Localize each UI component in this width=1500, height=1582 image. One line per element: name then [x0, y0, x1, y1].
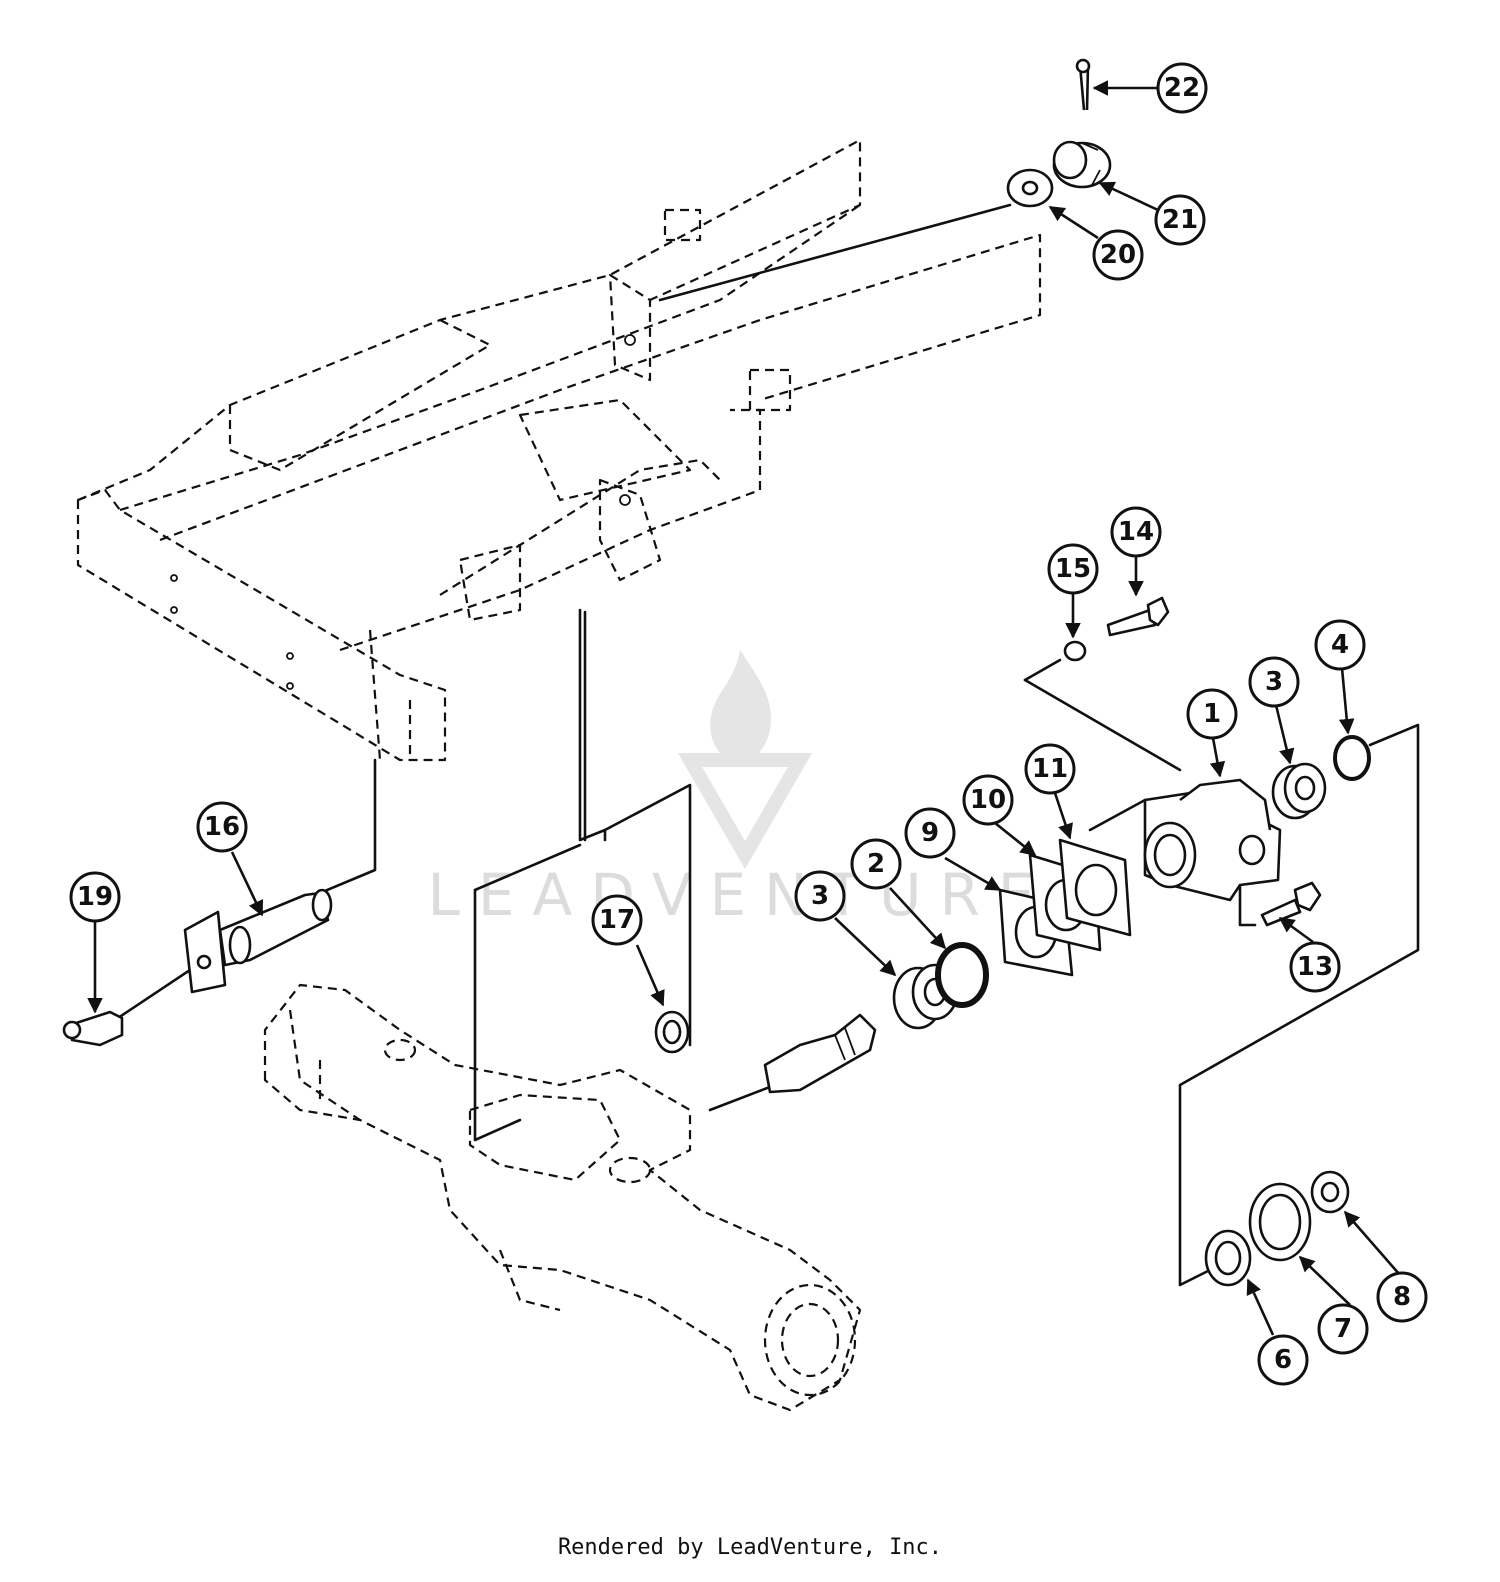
front-axle-housing: [263, 983, 862, 1412]
part-cover-plate: [1058, 838, 1132, 937]
svg-text:13: 13: [1297, 952, 1333, 982]
svg-text:14: 14: [1118, 517, 1154, 547]
callout-6: 6: [1257, 1334, 1309, 1386]
callout-19: 19: [69, 871, 121, 923]
svg-text:19: 19: [77, 882, 113, 912]
callout-16: 16: [196, 801, 248, 853]
part-fitting: [1260, 881, 1322, 927]
part-seal-ring: [935, 942, 989, 1008]
footer-credit: Rendered by LeadVenture, Inc.: [557, 1535, 943, 1560]
part-castle-nut: [1052, 140, 1112, 189]
callout-leaders: [87, 80, 1401, 1336]
svg-text:4: 4: [1331, 630, 1349, 660]
callout-7: 7: [1317, 1303, 1369, 1355]
svg-text:2: 2: [867, 849, 885, 879]
part-dust-cover: [1248, 1182, 1312, 1262]
svg-text:11: 11: [1032, 754, 1068, 784]
svg-text:10: 10: [970, 785, 1006, 815]
part-bolt: [1106, 596, 1170, 637]
svg-text:3: 3: [811, 881, 829, 911]
svg-text:8: 8: [1393, 1282, 1411, 1312]
callout-21: 21: [1154, 194, 1206, 246]
part-nut-lower: [1310, 1170, 1350, 1214]
part-housing: [1143, 778, 1282, 902]
svg-text:22: 22: [1164, 73, 1200, 103]
svg-text:16: 16: [204, 812, 240, 842]
callout-4: 4: [1314, 619, 1366, 671]
part-snap-ring: [1063, 640, 1087, 662]
watermark: LEADVENTURE: [428, 650, 1053, 929]
part-seal-lower: [1204, 1229, 1252, 1287]
svg-text:3: 3: [1265, 667, 1283, 697]
svg-text:15: 15: [1055, 554, 1091, 584]
part-washer-17: [654, 1010, 690, 1054]
part-washer-top: [1006, 168, 1054, 208]
callout-10: 10: [962, 774, 1014, 826]
callout-3-upper: 3: [1248, 656, 1300, 708]
tractor-frame: [76, 138, 1042, 762]
svg-text:17: 17: [599, 905, 635, 935]
callout-20: 20: [1092, 229, 1144, 281]
svg-text:1: 1: [1203, 699, 1221, 729]
svg-text:20: 20: [1100, 240, 1136, 270]
callout-2: 2: [850, 838, 902, 890]
callout-3-lower: 3: [794, 870, 846, 922]
reference-lines: [98, 203, 1420, 1287]
part-grease-fitting: [62, 1010, 124, 1047]
callout-1: 1: [1186, 688, 1238, 740]
callout-11: 11: [1024, 743, 1076, 795]
callout-17: 17: [591, 894, 643, 946]
svg-text:9: 9: [921, 818, 939, 848]
callout-14: 14: [1110, 506, 1162, 558]
part-bearing-upper: [1271, 762, 1327, 820]
part-pivot-pin: [183, 888, 333, 994]
callout-8: 8: [1376, 1271, 1428, 1323]
callout-13: 13: [1289, 941, 1341, 993]
svg-text:7: 7: [1334, 1314, 1352, 1344]
part-cotter-pin: [1075, 58, 1091, 111]
svg-text:21: 21: [1162, 205, 1198, 235]
svg-text:6: 6: [1274, 1345, 1292, 1375]
watermark-text: LEADVENTURE: [428, 861, 1053, 929]
part-o-ring: [1333, 735, 1371, 781]
callout-22: 22: [1156, 62, 1208, 114]
part-drive-shaft: [763, 1013, 877, 1094]
callout-9: 9: [904, 807, 956, 859]
callout-15: 15: [1047, 543, 1099, 595]
